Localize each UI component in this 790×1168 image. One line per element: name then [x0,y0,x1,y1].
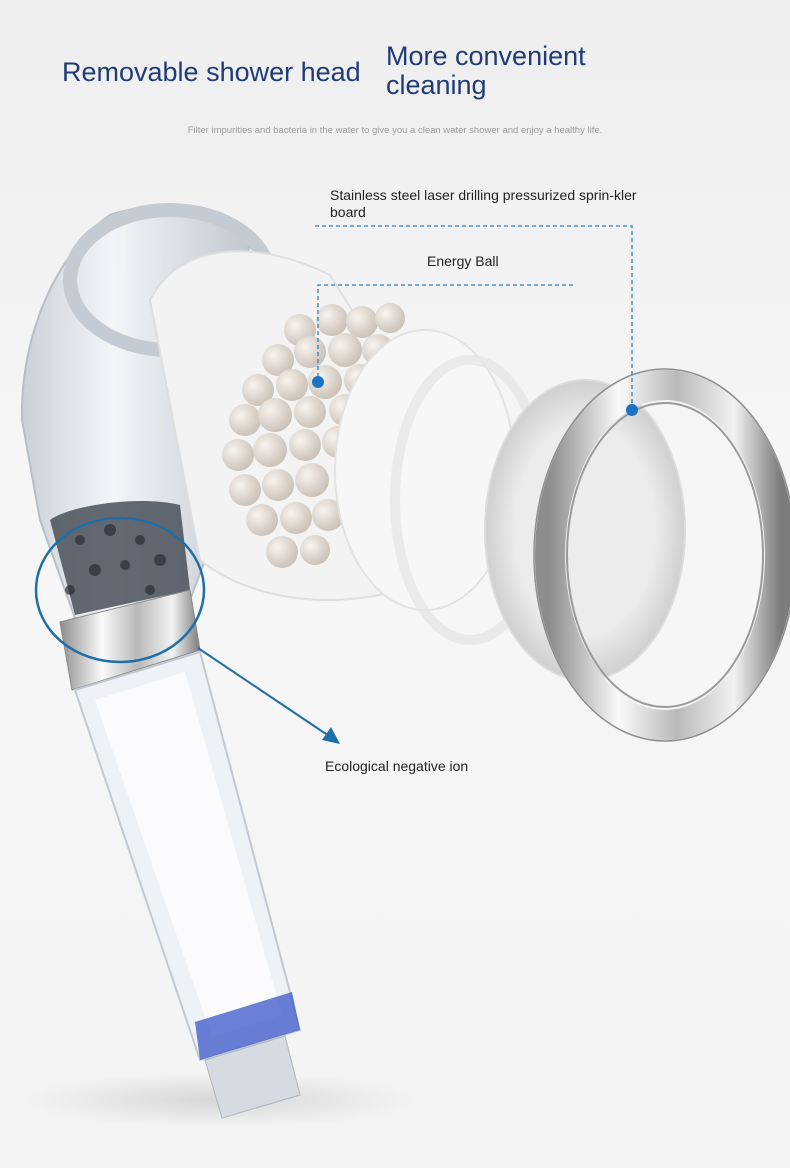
blue-seal [195,992,300,1060]
energy-ball-dot [312,376,324,388]
ion-arrow-line [197,647,333,739]
subtitle: Filter impurities and bacteria in the wa… [187,125,603,136]
dark-filter-media [50,500,190,615]
filter-cartridge [95,672,282,1037]
chrome-ring [533,368,790,742]
energy-ball-leader [317,284,573,380]
threaded-connector [204,1035,301,1119]
callout-negative-ion: Ecological negative ion [325,758,469,774]
headline-right: More convenient cleaning [386,41,586,100]
callout-steel-board: Stainless steel laser drilling pressuriz… [330,187,637,220]
steel-board-dot [626,404,638,416]
callout-energy-ball: Energy Ball [427,253,499,269]
ion-arrow-head [322,727,340,744]
headline-left: Removable shower head [62,57,361,87]
mineral-granules [65,524,166,595]
steel-board-leader [315,225,633,408]
ion-highlight-circle [34,516,206,664]
callout-lines [34,225,633,739]
